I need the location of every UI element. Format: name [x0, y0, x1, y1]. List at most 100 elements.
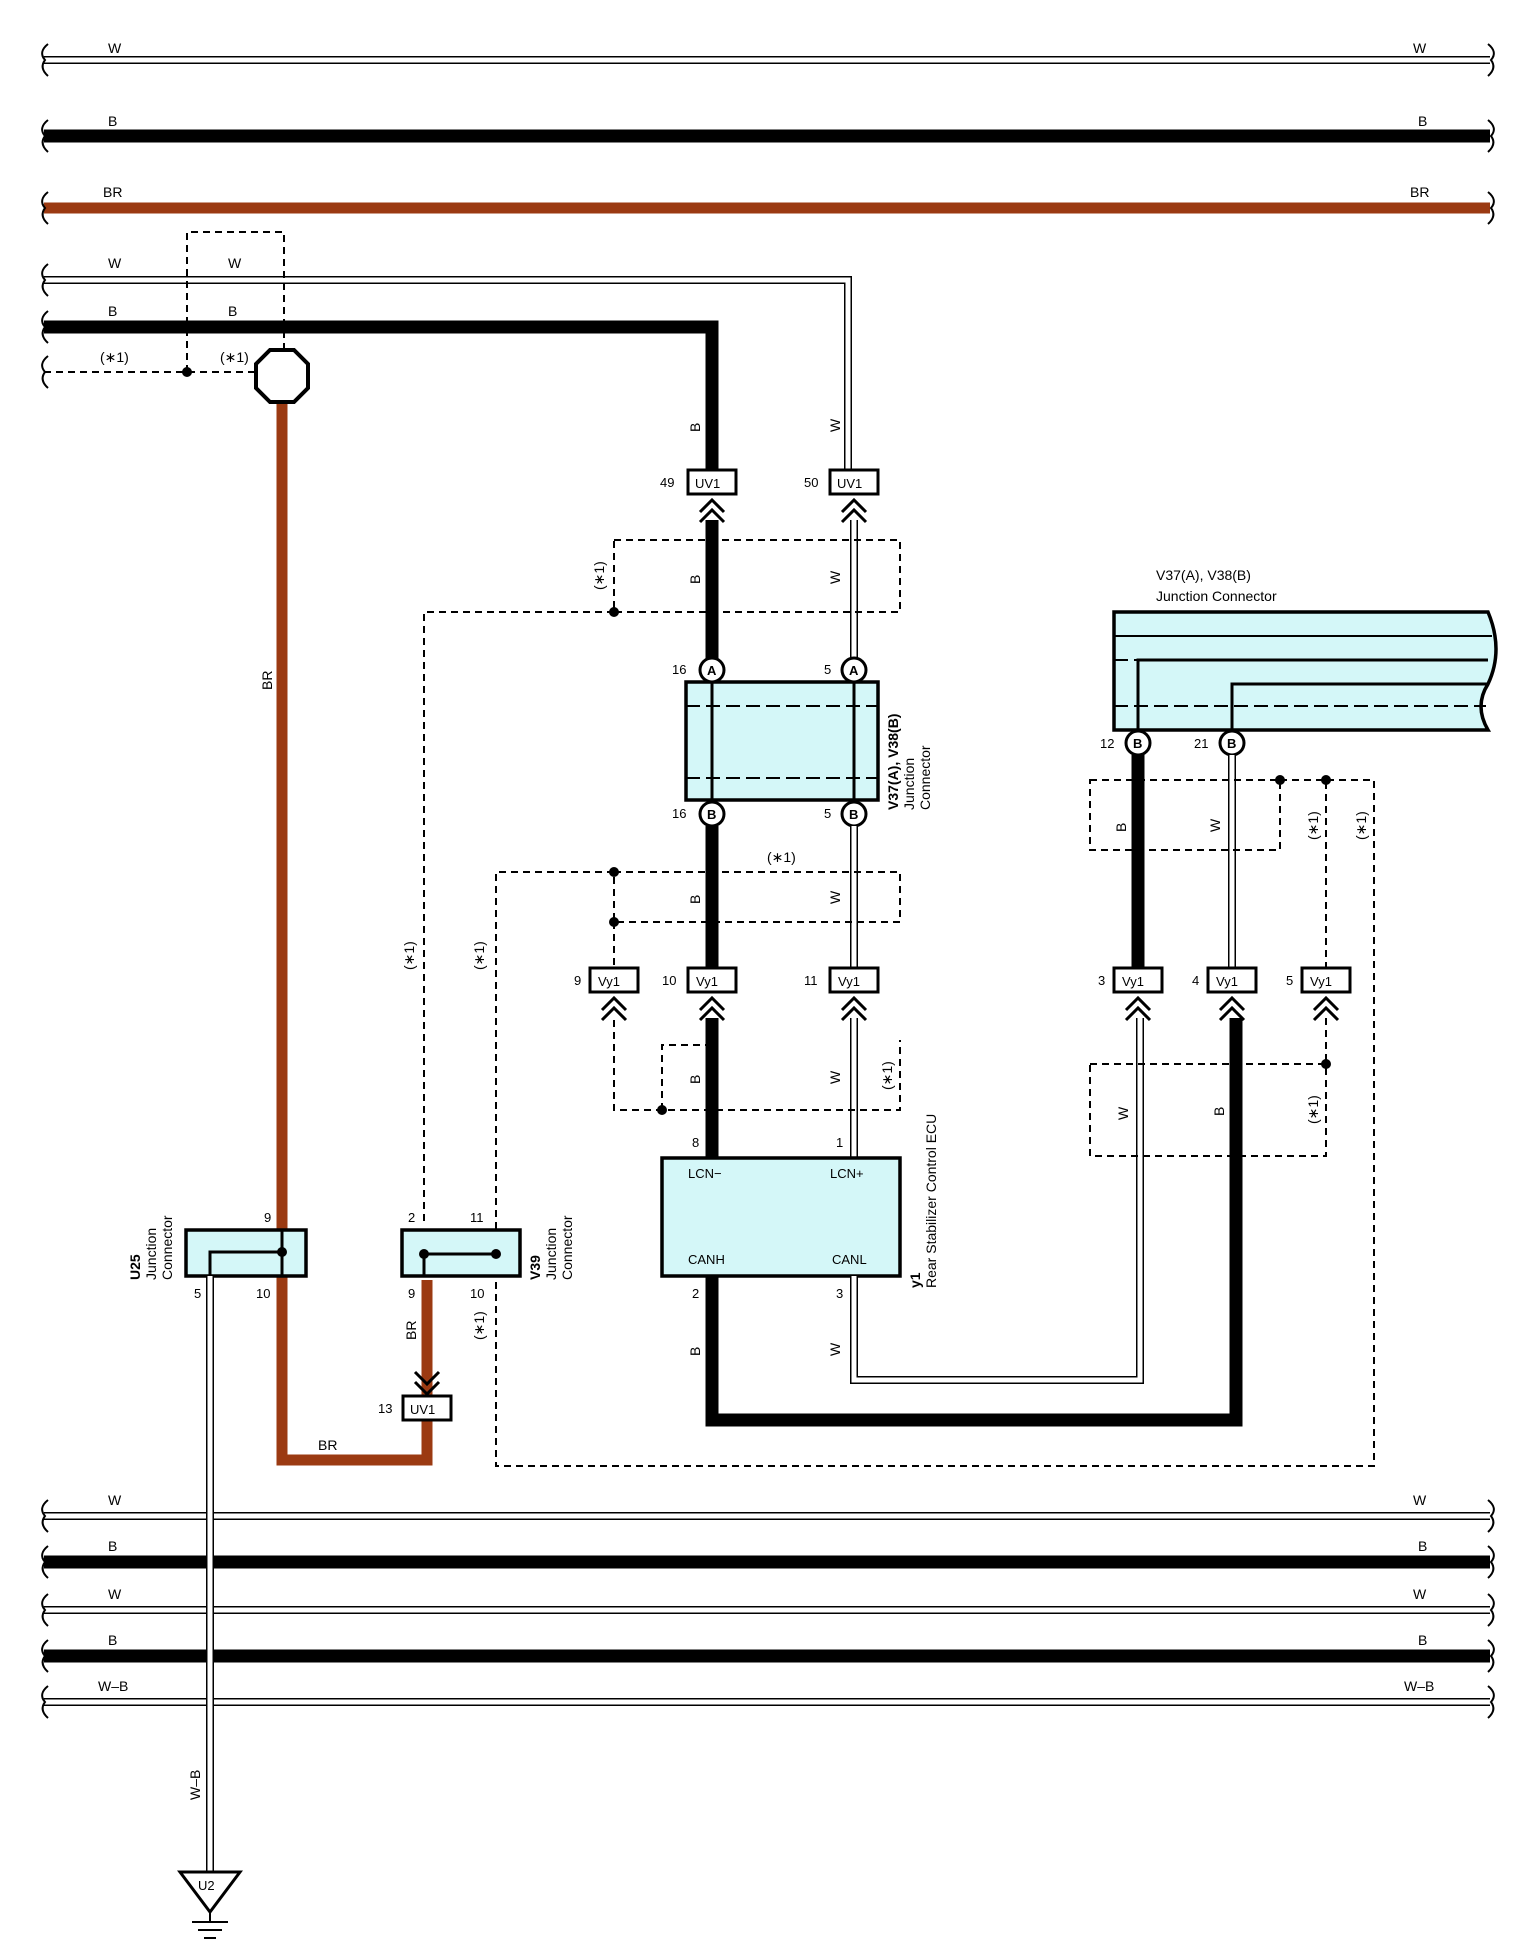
option-label: (∗1) [1353, 811, 1369, 840]
top-bus: W W B B BR BR [41, 40, 1495, 225]
wire-label: W [827, 1070, 843, 1084]
connector-id: Vy1 [598, 974, 620, 989]
junction-connector-v39: 2 11 9 10 V39 Junction Connector [400, 1210, 575, 1301]
connector-id: UV1 [837, 476, 862, 491]
wire-label: B [1418, 113, 1427, 129]
pin-number: 12 [1100, 736, 1114, 751]
component-name: Rear Stabilizer Control ECU [923, 1114, 939, 1288]
wire-label: W [1207, 818, 1223, 832]
option-label: (∗1) [401, 941, 417, 970]
wire-label: W [228, 255, 242, 271]
pin-number: 5 [1286, 973, 1293, 988]
option-box-lower: B W (∗1) [613, 1020, 901, 1115]
wire-label: W [827, 418, 843, 432]
wire-label: BR [403, 1321, 419, 1340]
wire-label: B [687, 575, 703, 584]
pin-number: 11 [470, 1210, 484, 1225]
wire-label: B [1418, 1632, 1427, 1648]
br-wire: BR BR BR [254, 348, 433, 1466]
pin-number: 9 [574, 973, 581, 988]
pin-number: 2 [692, 1286, 699, 1301]
component-id: V39 [527, 1255, 543, 1280]
component-name: Junction [543, 1228, 559, 1280]
wire-label: W–B [187, 1770, 203, 1800]
component-name: Connector [917, 745, 933, 810]
pin-number: 2 [408, 1210, 415, 1225]
wire-label: BR [318, 1437, 337, 1453]
wire-label: B [228, 303, 237, 319]
pin-letter: B [849, 807, 858, 822]
component-name: Junction Connector [1156, 588, 1277, 604]
wire-label: W–B [98, 1678, 128, 1694]
bottom-bus: W W B B W W B B W–B W–B [41, 1492, 1495, 1719]
wire-label: W [108, 1492, 122, 1508]
ground-icon [177, 1870, 243, 1915]
wire-label: BR [259, 671, 275, 690]
component-id: V37(A), V38(B) [885, 714, 901, 810]
pin-number: 3 [1098, 973, 1105, 988]
component-name: Connector [559, 1215, 575, 1280]
connector-id: Vy1 [838, 974, 860, 989]
wire-label: W [1413, 1586, 1427, 1602]
wire-label: B [108, 1538, 117, 1554]
pin-number: 5 [824, 662, 831, 677]
vy1-4: Vy1 4 [1192, 966, 1258, 1022]
pin-number: 13 [378, 1401, 392, 1416]
pin-number: 16 [672, 662, 686, 677]
wire-label: W [827, 890, 843, 904]
pin-number: 9 [408, 1286, 415, 1301]
component-id: U25 [127, 1254, 143, 1280]
pin-number: 8 [692, 1135, 699, 1150]
pin-letter: A [849, 663, 859, 678]
component-id: V37(A), V38(B) [1156, 567, 1251, 583]
wire-label: W [108, 40, 122, 56]
pin-number: 10 [470, 1286, 484, 1301]
wire-label: B [687, 895, 703, 904]
option-box-middle: (∗1) B W (∗1) (∗1) [471, 779, 1375, 1467]
ground-wire: W–B U2 [177, 1276, 243, 1939]
pin-number: 5 [194, 1286, 201, 1301]
connector-id: UV1 [695, 476, 720, 491]
wire-label: W–B [1404, 1678, 1434, 1694]
component-name: Junction [143, 1228, 159, 1280]
junction-connector-u25: 9 5 10 U25 Junction Connector [127, 1210, 308, 1301]
option-label: (∗1) [1305, 811, 1321, 840]
pin-number: 49 [660, 475, 674, 490]
connector-id: Vy1 [1216, 974, 1238, 989]
option-label: (∗1) [879, 1061, 895, 1090]
junction-connector-center: A A B B 16 5 16 5 V37(A), V38(B) Junctio… [672, 656, 933, 828]
pin-number: 10 [256, 1286, 270, 1301]
pin-number: 16 [672, 806, 686, 821]
option-label: (∗1) [471, 1311, 487, 1340]
wire-label: B [108, 303, 117, 319]
option-label: (∗1) [220, 349, 249, 365]
component-name: Connector [159, 1215, 175, 1280]
pin-number: 9 [264, 1210, 271, 1225]
wire-label: W [108, 1586, 122, 1602]
pin-number: 11 [804, 973, 818, 988]
junction-connector-right: V37(A), V38(B) Junction Connector B B 12… [1100, 567, 1498, 757]
option-label: (∗1) [471, 941, 487, 970]
wire-label: B [108, 113, 117, 129]
connector-id: Vy1 [1310, 974, 1332, 989]
vy1-3: Vy1 3 [1098, 966, 1164, 1022]
option-box-upper: (∗1) B W (∗1) [401, 539, 901, 1222]
option-box-right: B W (∗1) (∗1) W B (∗1) [1089, 775, 1369, 1157]
wire-label: W [827, 570, 843, 584]
pin-number: 50 [804, 475, 818, 490]
splice-point [254, 348, 310, 404]
pin-number: 3 [836, 1286, 843, 1301]
pin-number: 10 [662, 973, 676, 988]
pin-number: 1 [836, 1135, 843, 1150]
ecu-y1: LCN− LCN+ CANH CANL 8 1 2 3 y1 Rear Stab… [660, 1114, 939, 1301]
wire-label: W [1115, 1106, 1131, 1120]
ecu-terminal-label: LCN− [688, 1166, 722, 1181]
wire-label: B [1211, 1107, 1227, 1116]
wire-label: BR [103, 184, 122, 200]
ecu-terminal-label: CANL [832, 1252, 867, 1267]
vy1-10: Vy1 10 [662, 966, 738, 1022]
vy1-5: Vy1 5 [1286, 966, 1352, 1022]
ecu-terminal-label: LCN+ [830, 1166, 864, 1181]
ecu-terminal-label: CANH [688, 1252, 725, 1267]
